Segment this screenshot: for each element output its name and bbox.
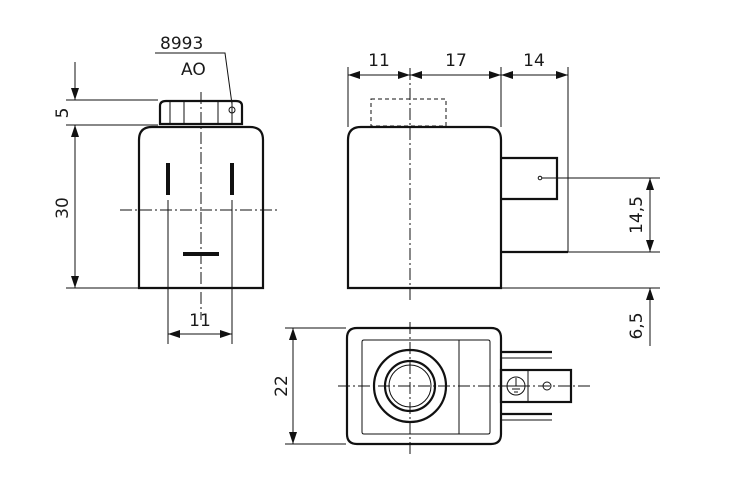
dim-front-top: 5 <box>53 108 73 119</box>
dim-side-bottom: 6,5 <box>627 312 647 339</box>
part-number-label: 8993 <box>160 34 203 54</box>
front-coil-body <box>137 125 265 290</box>
front-view: 8993 AO 5 30 11 <box>53 34 280 344</box>
variant-label: AO <box>181 60 206 80</box>
side-view: 11 17 14 14,5 6,5 <box>346 51 660 346</box>
bottom-view: 22 <box>272 322 590 455</box>
dim-side-top-c: 14 <box>523 51 545 71</box>
side-coil-body <box>346 125 503 290</box>
front-nut <box>158 99 244 126</box>
dim-side-connector: 14,5 <box>627 196 647 234</box>
dim-front-height: 30 <box>53 197 73 219</box>
side-nut-hidden <box>370 98 447 127</box>
dim-bottom-width: 22 <box>272 375 292 397</box>
dim-side-top-a: 11 <box>368 51 390 71</box>
dim-front-pin-spacing: 11 <box>189 311 211 331</box>
bottom-coil-body <box>345 326 503 446</box>
dim-side-top-b: 17 <box>445 51 467 71</box>
front-nut-hole <box>228 106 236 114</box>
